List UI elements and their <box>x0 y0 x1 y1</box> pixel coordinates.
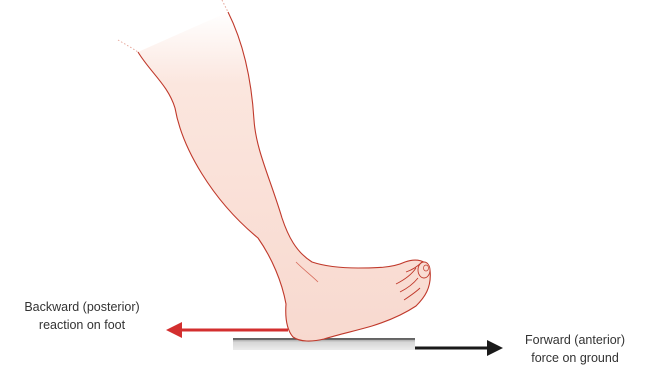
ground-surface <box>233 338 415 350</box>
backward-label-line1: Backward (posterior) <box>2 298 162 316</box>
forward-force-label: Forward (anterior) force on ground <box>500 331 650 367</box>
backward-reaction-label: Backward (posterior) reaction on foot <box>2 298 162 334</box>
leg-outline-fade-back <box>222 0 228 12</box>
leg-and-foot <box>138 12 430 341</box>
reaction-arrow-head <box>166 322 182 338</box>
forward-label-line1: Forward (anterior) <box>500 331 650 349</box>
forward-label-line2: force on ground <box>500 349 650 367</box>
leg-outline-fade-front <box>118 40 138 52</box>
backward-label-line2: reaction on foot <box>2 316 162 334</box>
